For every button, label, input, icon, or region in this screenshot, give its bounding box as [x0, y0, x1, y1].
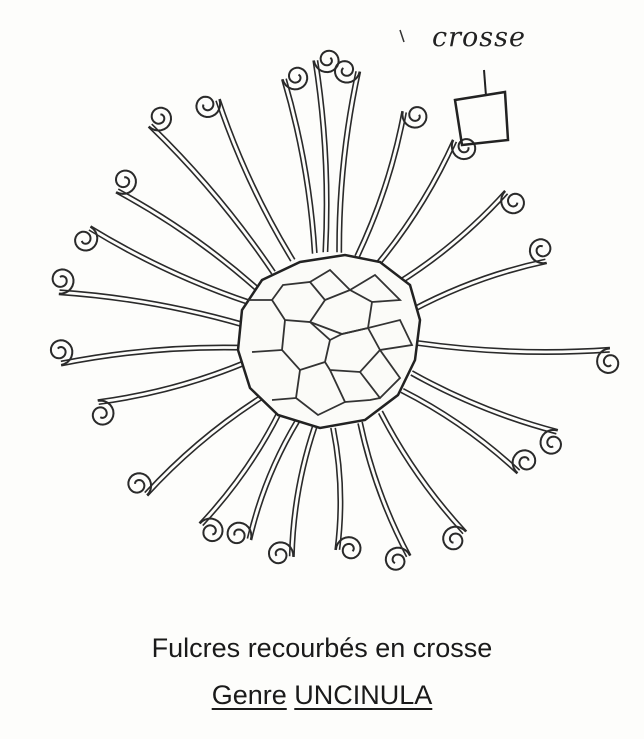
- appendage-crosse-tip: [333, 60, 361, 84]
- uncinula-drawing: [49, 29, 620, 571]
- caption-genus: Genre UNCINULA: [0, 680, 644, 711]
- appendage-stalk: [250, 422, 300, 541]
- appendage-stalk: [58, 293, 244, 328]
- appendage-stalk: [198, 410, 279, 524]
- appendage-stalk: [413, 262, 548, 313]
- appendage-stalk: [202, 412, 283, 527]
- appendage-stalk: [412, 370, 559, 431]
- appendage-crosse-tip: [51, 268, 75, 295]
- crosse-label: crosse: [432, 22, 526, 53]
- appendage-crosse-tip: [114, 169, 137, 195]
- appendage-stalk: [61, 348, 243, 367]
- appendage-stalk: [361, 421, 412, 556]
- caption-genus-prefix: Genre: [211, 680, 287, 710]
- appendage-crosse-tip: [450, 138, 477, 161]
- appendage-crosse-tip: [334, 536, 362, 560]
- appendage-stalk: [115, 191, 258, 292]
- appendage-stalk: [117, 188, 260, 289]
- appendage-crosse-tip: [281, 66, 309, 91]
- appendage-stalk: [293, 426, 318, 558]
- appendage-stalk: [215, 100, 292, 262]
- appendage-stalk: [334, 427, 344, 550]
- appendage-stalk: [398, 193, 509, 286]
- appendage-stalk: [151, 123, 276, 272]
- appendage-crosse-tip: [442, 525, 467, 551]
- appendage-stalk: [146, 397, 265, 497]
- appendages-group: [49, 49, 620, 571]
- appendage-stalk: [60, 344, 243, 363]
- appendage-stalk: [340, 71, 362, 253]
- appendage-crosse-tip: [500, 190, 525, 215]
- appendage-stalk: [90, 225, 252, 302]
- appendage-stalk: [374, 139, 454, 265]
- appendage-crosse-tip: [49, 339, 74, 366]
- appendage-crosse-tip: [528, 238, 552, 265]
- appendage-stalk: [417, 340, 610, 351]
- appendage-crosse-tip: [312, 49, 340, 74]
- appendage-stalk: [381, 410, 468, 532]
- appendage-stalk: [219, 98, 296, 260]
- appendage-crosse-tip: [127, 472, 153, 496]
- appendage-stalk: [98, 364, 246, 406]
- appendage-stalk: [410, 374, 557, 435]
- appendage-stalk: [417, 344, 610, 355]
- appendage-stalk: [395, 189, 506, 283]
- appendage-crosse-tip: [511, 449, 537, 474]
- appendage-stalk: [377, 141, 458, 268]
- appendage-stalk: [377, 412, 464, 535]
- caption-genus-name: UNCINULA: [294, 680, 433, 710]
- appendage-stalk: [281, 79, 314, 254]
- appendage-stalk: [288, 426, 314, 557]
- appendage-stalk: [357, 423, 408, 558]
- appendage-stalk: [358, 112, 408, 258]
- appendage-stalk: [312, 60, 326, 253]
- appendage-crosse-tip: [267, 541, 295, 565]
- appendage-stalk: [88, 229, 250, 306]
- cleistothecium-body: [236, 253, 422, 430]
- appendage-crosse-tip: [384, 546, 411, 571]
- appendage-stalk: [285, 78, 318, 254]
- appendage-crosse-tip: [74, 225, 99, 252]
- appendage-stalk: [246, 420, 296, 539]
- crosse-annotation: [399, 29, 510, 147]
- caption-description: Fulcres recourbés en crosse: [151, 633, 493, 663]
- appendage-crosse-tip: [91, 399, 115, 426]
- appendage-stalk: [59, 289, 244, 324]
- appendage-crosse-tip: [539, 428, 563, 455]
- appendage-stalk: [97, 359, 245, 401]
- appendage-stalk: [400, 391, 518, 475]
- appendage-crosse-tip: [148, 106, 173, 132]
- appendage-crosse-tip: [596, 347, 620, 375]
- appendage-stalk: [336, 71, 357, 253]
- appendage-crosse-tip: [195, 95, 222, 119]
- appendage-crosse-tip: [226, 521, 253, 545]
- appendage-stalk: [354, 110, 403, 256]
- appendage-stalk: [147, 126, 273, 275]
- appendage-stalk: [330, 427, 340, 551]
- appendage-crosse-tip: [401, 106, 428, 129]
- body-cells: [248, 268, 414, 417]
- appendage-crosse-tip: [199, 517, 224, 543]
- appendage-stalk: [411, 258, 546, 309]
- appendage-stalk: [402, 387, 521, 471]
- appendage-stalk: [316, 60, 330, 253]
- appendage-stalk: [144, 394, 262, 494]
